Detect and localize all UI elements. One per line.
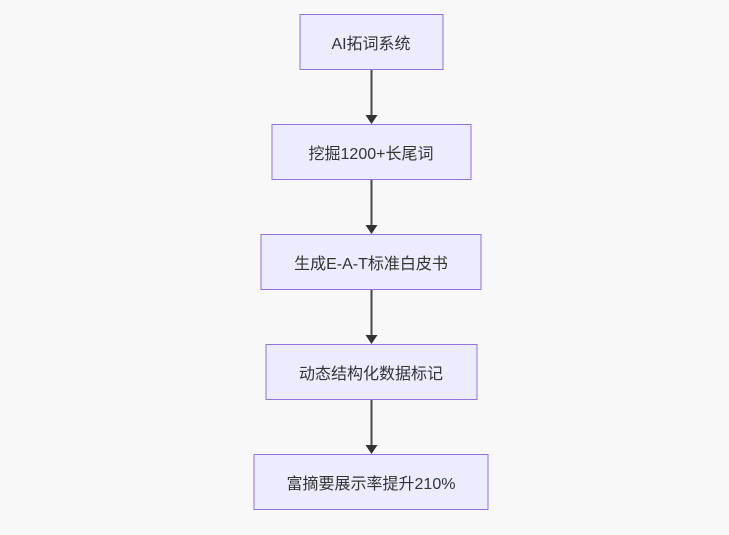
flow-node-eat-whitepaper: 生成E-A-T标准白皮书 (260, 234, 482, 290)
node-label: 动态结构化数据标记 (298, 366, 443, 383)
flowchart-column: AI拓词系统 挖掘1200+长尾词 生成E-A-T标准白皮书 动态结构化数据标记 (253, 14, 489, 510)
node-label: 挖掘1200+长尾词 (308, 146, 434, 163)
arrow-line (370, 400, 372, 445)
arrow-line (370, 180, 372, 225)
node-label: 富摘要展示率提升210% (286, 476, 456, 493)
flow-arrow-3 (364, 290, 378, 344)
arrow-head-icon (365, 115, 377, 124)
arrow-line (370, 290, 372, 335)
flow-arrow-1 (364, 70, 378, 124)
flow-arrow-4 (364, 400, 378, 454)
flow-node-longtail-mining: 挖掘1200+长尾词 (271, 124, 471, 180)
arrow-head-icon (365, 445, 377, 454)
flow-node-rich-snippet-rate: 富摘要展示率提升210% (253, 454, 489, 510)
flow-arrow-2 (364, 180, 378, 234)
flow-node-structured-data-markup: 动态结构化数据标记 (265, 344, 477, 400)
arrow-head-icon (365, 335, 377, 344)
node-label: 生成E-A-T标准白皮书 (294, 256, 448, 273)
arrow-line (370, 70, 372, 115)
arrow-head-icon (365, 225, 377, 234)
node-label: AI拓词系统 (331, 36, 411, 53)
flow-node-ai-keyword-system: AI拓词系统 (299, 14, 443, 70)
